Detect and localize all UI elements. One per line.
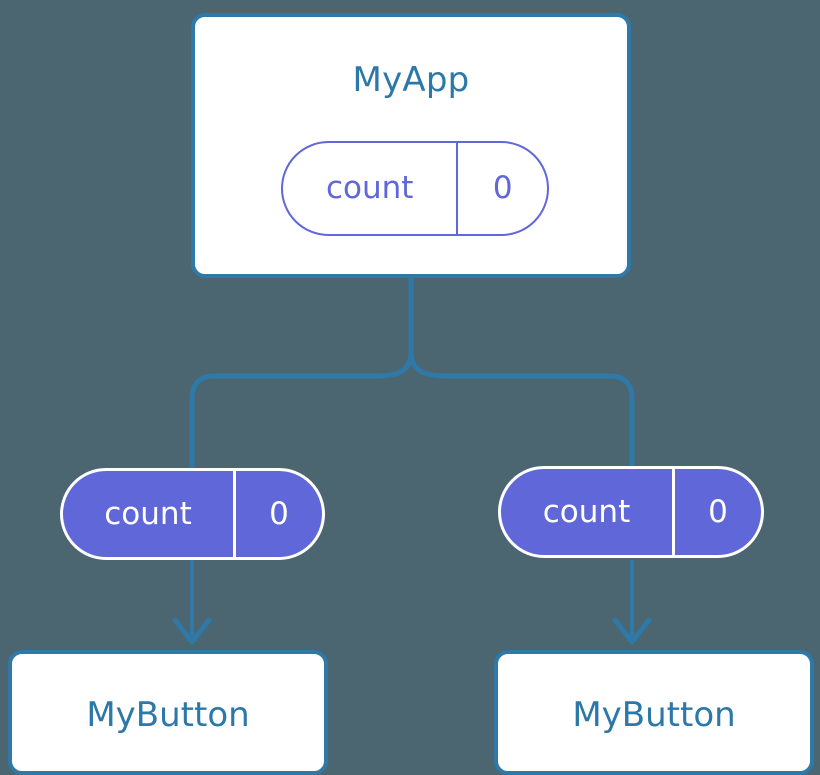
state-pill-key: count [542,493,631,530]
state-pill-child-left[interactable]: count 0 [60,468,325,560]
component-label: MyButton [86,695,250,735]
arrow-head-right-icon [612,617,652,645]
state-pill-myapp[interactable]: count 0 [281,141,549,236]
component-card-mybutton-right[interactable]: MyButton [494,650,814,775]
component-card-myapp[interactable]: MyApp count 0 [191,13,631,278]
arrow-head-left-icon [172,617,212,645]
component-label: MyButton [572,695,736,735]
state-pill-child-right[interactable]: count 0 [498,466,764,558]
state-pill-value: 0 [456,143,547,234]
component-card-mybutton-left[interactable]: MyButton [8,650,328,775]
state-pill-value: 0 [233,471,322,557]
branch-connector-right [408,351,635,468]
state-pill-key: count [104,495,192,532]
state-pill-value: 0 [672,469,761,555]
branch-connector-left [189,351,414,468]
state-pill-key: count [325,170,414,206]
page-title: MyApp [352,60,470,100]
